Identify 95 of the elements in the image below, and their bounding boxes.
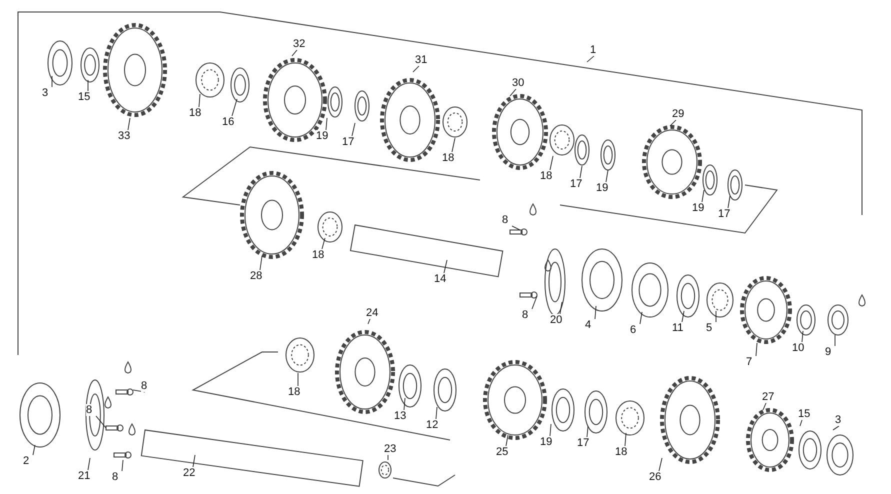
leader-line [32,444,36,456]
callout-number: 17 [718,208,730,220]
callout-number: 8 [141,380,148,392]
callout-number: 12 [426,419,438,431]
leader-line [512,226,520,230]
callout-number: 8 [502,214,508,226]
leader-line [658,458,662,472]
leader-line [532,296,538,310]
callout-number: 17 [342,136,354,148]
callout-number: 3 [835,414,842,426]
callout-number: 14 [434,273,446,285]
leader-line [122,460,124,472]
callout-number: 2 [23,455,30,467]
callout-number: 13 [394,410,406,422]
leader-line [198,94,200,108]
leader-line [352,122,356,136]
callout-number: 19 [540,436,552,448]
callout-number: 19 [692,202,704,214]
callout-number: 20 [550,314,562,326]
leader-line [550,156,554,170]
leader-line [762,402,766,410]
callout-number: 8 [522,309,528,321]
callout-number: 28 [250,270,262,282]
callout-number: 17 [570,178,582,190]
leader-line [404,398,406,410]
leader-line [322,238,326,250]
leader-line [670,120,676,126]
leader-line [800,420,802,426]
leader-line [624,432,626,446]
leader-line [232,98,238,116]
leader-line [682,310,684,322]
leader-line [594,306,596,320]
leader-line [560,302,562,314]
callout-number: 19 [316,130,328,142]
callout-number: 27 [762,391,774,403]
leader-line [132,390,146,392]
callout-number: 33 [118,130,130,142]
callout-number: 29 [672,108,684,120]
leader-line [728,196,730,208]
leader-line [580,166,582,178]
leader-line [128,118,130,130]
callout-number: 3 [42,87,48,99]
callout-number: 8 [86,404,92,416]
leader-line [640,312,642,324]
callout-number: 4 [585,319,592,331]
callout-number: 25 [496,446,508,458]
callout-number: 31 [415,54,428,66]
leader-line [452,138,456,152]
callout-number: 18 [312,249,324,261]
callout-number: 30 [512,77,524,89]
callout-number: 11 [672,322,684,334]
callout-number: 8 [112,471,118,483]
leader-line [292,50,298,56]
callout-number: 15 [798,408,810,420]
callout-number: 16 [222,116,234,128]
callout-number: 26 [649,471,662,483]
leader-line [436,406,438,420]
callout-number: 7 [746,356,752,368]
callout-number: 15 [78,91,90,103]
callout-number: 18 [615,446,628,458]
leader-line [550,424,552,436]
callout-number: 23 [384,443,396,455]
callout-number: 9 [825,346,832,358]
callout-number: 22 [183,467,196,479]
leader-line [260,256,262,270]
leader-line [832,426,840,430]
callout-number: 17 [577,437,590,449]
leader-line [88,458,90,470]
leader-line [802,330,804,342]
leader-line [702,190,704,202]
callout-number: 24 [366,307,378,319]
callout-number: 21 [78,470,90,482]
callout-number: 18 [189,107,202,119]
callout-number: 18 [288,386,300,398]
callout-number: 18 [540,170,552,182]
leader-line [756,342,758,356]
callout-number: 19 [596,182,608,194]
leader-line [506,434,508,446]
callout-number: 6 [630,324,636,336]
leader-line [444,260,448,274]
callout-number: 1 [590,44,596,56]
leader-line [326,118,328,130]
leader-line [834,334,836,346]
leader-line [96,416,106,428]
leader-line [606,170,608,182]
callout-number: 18 [442,152,454,164]
callout-number: 5 [706,322,712,334]
leader-line [510,88,516,96]
callout-number: 32 [293,38,306,50]
leader-line [412,66,420,72]
leader-line [192,454,196,468]
leader-line [368,318,370,324]
leader-line [586,426,588,438]
callout-number: 10 [792,342,804,354]
leader-line [586,56,594,62]
